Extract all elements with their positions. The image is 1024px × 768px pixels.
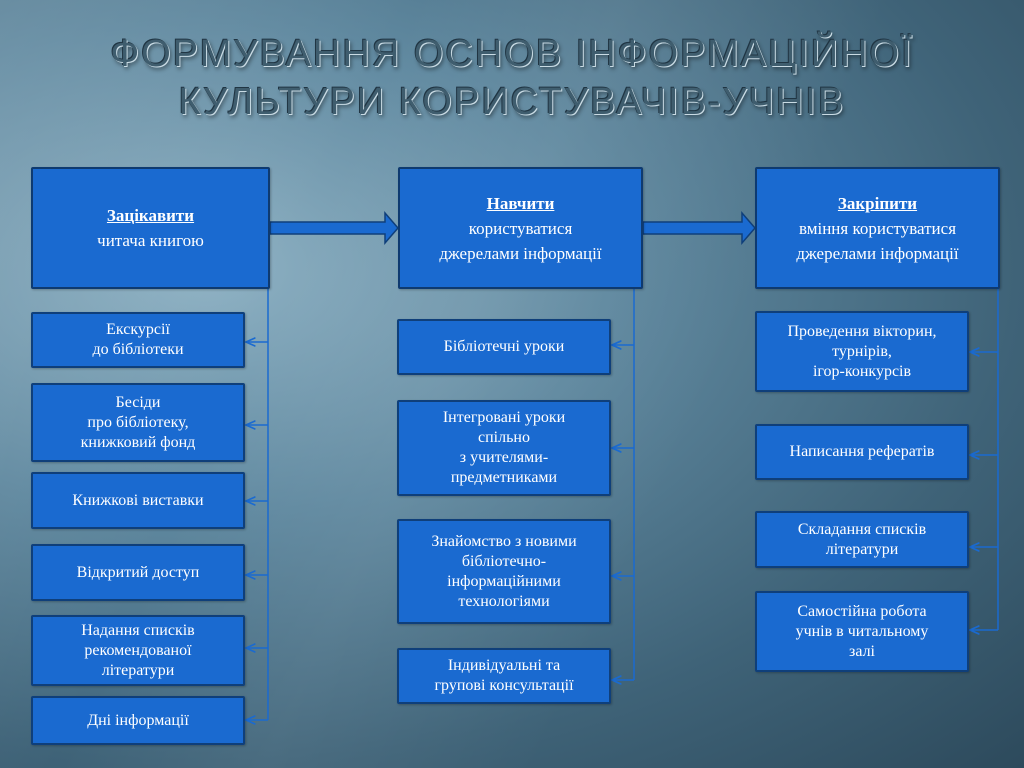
col1-item-3: Книжкові виставки (31, 472, 245, 529)
col1-item-2: Бесіди про бібліотеку, книжковий фонд (31, 383, 245, 462)
col2-item-1-line-1: Бібліотечні уроки (443, 338, 565, 355)
col2-item-3-line-2: бібліотечно- (461, 552, 547, 570)
col2-item-1: Бібліотечні уроки (397, 319, 611, 375)
col3-connectors (970, 288, 999, 630)
col3-item-4: Самостійна робота учнів в читальному зал… (755, 591, 969, 672)
col1-item-4: Відкритий доступ (31, 544, 245, 601)
col3-item-1-line-2: турнірів, (832, 342, 892, 360)
title-line-2: культури користувачів-учнів (178, 81, 846, 123)
col3-item-3-line-2: літератури (825, 540, 899, 558)
col2-item-3-line-4: технологіями (458, 592, 550, 610)
col1-item-2-line-1: Бесіди (115, 393, 161, 411)
col1-item-6: Дні інформації (31, 696, 245, 745)
col2-heading: Навчити (486, 193, 555, 213)
col2-item-4-line-2: групові консультації (434, 677, 574, 694)
col3-item-1-line-3: ігор-конкурсів (812, 362, 912, 380)
col3-item-4-line-2: учнів в читальному (795, 622, 929, 640)
col1-item-1: Екскурсії до бібліотеки (31, 312, 245, 368)
col3-item-2: Написання рефератів (755, 424, 969, 480)
col1-item-5-line-2: рекомендованої (84, 641, 192, 659)
col2-item-2-line-4: предметниками (450, 469, 558, 486)
col1-item-5: Надання списків рекомендованої літератур… (31, 615, 245, 686)
col3-subtitle-line-1: вміння користуватися (798, 218, 957, 238)
arrow-col1-to-col2 (269, 210, 399, 246)
col1-item-4-line-1: Відкритий доступ (76, 563, 200, 581)
col2-item-3-line-1: Знайомство з новими (431, 532, 577, 550)
col2-item-2-line-2: спільно (478, 429, 530, 446)
col3-item-1: Проведення вікторин, турнірів, ігор-конк… (755, 311, 969, 392)
col2-item-4-line-1: Індивідуальні та (447, 657, 561, 674)
title-line-1: Формування основ інформаційної (110, 33, 914, 75)
col3-item-4-line-3: залі (849, 642, 875, 660)
col3-heading: Закріпити (837, 193, 918, 213)
col3-item-3-line-1: Складання списків (797, 520, 927, 538)
col3-item-3: Складання списків літератури (755, 511, 969, 568)
col1-item-2-line-3: книжковий фонд (80, 433, 196, 451)
col2-item-3-line-3: інформаційними (447, 572, 561, 590)
col2-subtitle-line-2: джерелами інформації (439, 243, 602, 263)
col2-heading-box: Навчити користуватися джерелами інформац… (398, 167, 643, 289)
page-title: Формування основ інформаційної культури … (0, 30, 1024, 126)
col3-item-1-line-1: Проведення вікторин, (787, 322, 937, 340)
col2-item-3: Знайомство з новими бібліотечно- інформа… (397, 519, 611, 624)
col2-connectors (612, 288, 635, 680)
col3-heading-box: Закріпити вміння користуватися джерелами… (755, 167, 1000, 289)
col1-connectors (246, 288, 269, 720)
col3-subtitle-line-2: джерелами інформації (796, 243, 959, 263)
col1-item-3-line-1: Книжкові виставки (72, 491, 204, 509)
col1-item-1-line-1: Екскурсії (106, 321, 170, 338)
arrow-col2-to-col3 (642, 210, 756, 246)
col1-item-2-line-2: про бібліотеку, (87, 413, 189, 431)
col3-item-4-line-1: Самостійна робота (797, 602, 927, 620)
col2-item-2-line-3: з учителями- (459, 449, 549, 466)
col2-item-4: Індивідуальні та групові консультації (397, 648, 611, 704)
col2-item-2: Інтегровані уроки спільно з учителями- п… (397, 400, 611, 496)
col1-item-5-line-1: Надання списків (81, 621, 195, 639)
col1-item-5-line-3: літератури (101, 661, 175, 679)
col2-item-2-line-1: Інтегровані уроки (442, 409, 566, 426)
col1-heading-box: Зацікавити читача книгою (31, 167, 270, 289)
col3-item-2-line-1: Написання рефератів (789, 443, 935, 460)
col1-item-6-line-1: Дні інформації (87, 711, 189, 729)
col1-item-1-line-2: до бібліотеки (92, 341, 184, 358)
col1-heading: Зацікавити (106, 206, 195, 225)
col2-subtitle-line-1: користуватися (468, 218, 573, 238)
col1-subtitle-line: читача книгою (97, 231, 204, 250)
